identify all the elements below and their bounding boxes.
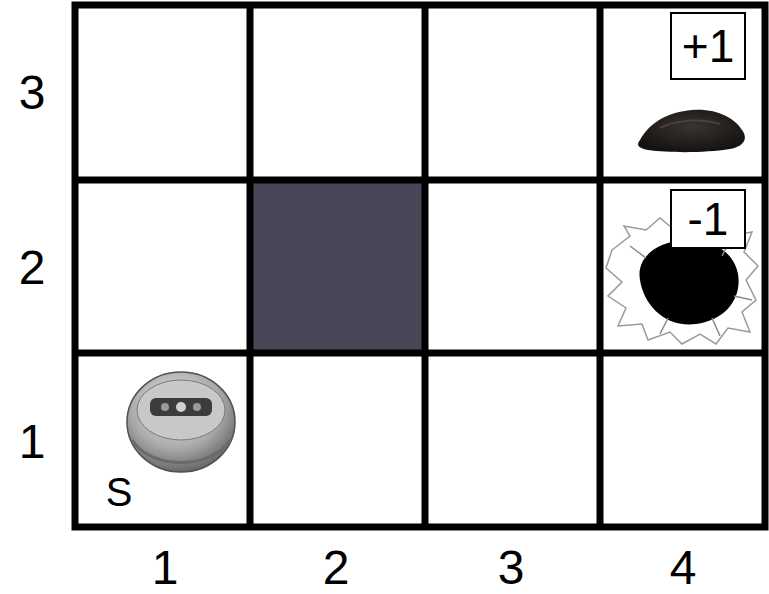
row-number: 2 xyxy=(19,244,46,292)
reward-value: +1 xyxy=(682,23,734,69)
column-number: 3 xyxy=(498,544,525,592)
column-number: 2 xyxy=(323,544,350,592)
wall-cell xyxy=(250,180,425,353)
column-number: 4 xyxy=(670,544,697,592)
row-number: 1 xyxy=(19,418,46,466)
column-number: 1 xyxy=(152,544,179,592)
robot-vacuum xyxy=(127,372,235,472)
grid-lines xyxy=(75,5,765,527)
start-marker: S xyxy=(106,472,133,512)
penalty-box: -1 xyxy=(670,189,746,249)
dirt-pile xyxy=(638,110,745,152)
reward-value: -1 xyxy=(688,196,729,242)
reward-box: +1 xyxy=(670,12,746,80)
row-number: 3 xyxy=(19,69,46,117)
